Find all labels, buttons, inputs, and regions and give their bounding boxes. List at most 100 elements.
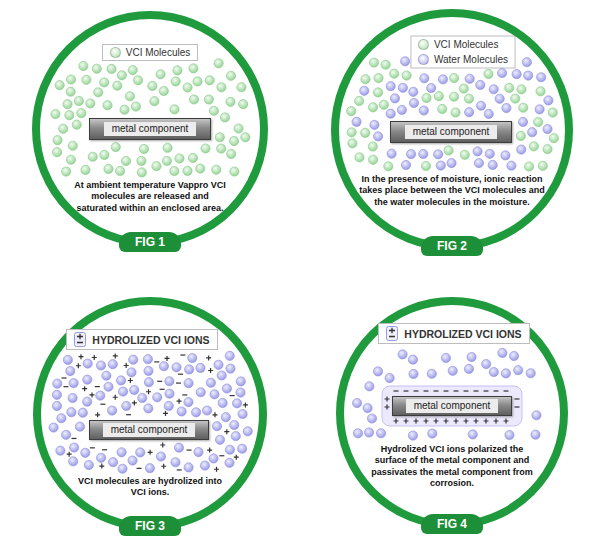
component-label: metal component [103,423,196,437]
water-molecule [488,160,497,169]
vci-molecule [381,60,390,69]
water-molecule [56,446,65,455]
water-molecule [215,435,224,444]
water-molecule [364,428,373,437]
vci-molecule [59,124,68,133]
water-molecule [83,375,92,384]
water-molecule [69,457,78,466]
water-molecule [352,117,361,126]
water-molecule [387,149,396,158]
water-molecule [447,158,456,167]
vci-molecule [125,92,134,101]
vci-molecule [104,164,113,173]
water-molecule [526,369,535,378]
minus-charge [95,386,100,387]
vci-molecule [511,94,520,103]
vci-molecule [212,165,221,174]
water-molecule [467,352,476,361]
legend-item: VCI Molecules [415,38,501,51]
water-molecule [83,359,92,368]
water-molecule [505,430,514,439]
water-molecule [232,399,241,408]
water-molecule [441,353,450,362]
minus-charge [157,381,162,382]
figure-caption: In the presence of moisture, ionic react… [359,174,545,208]
vci-molecule [379,100,388,109]
vci-molecule [131,102,140,111]
vci-molecule [86,99,95,108]
minus-charge [63,386,68,387]
plus-charge [160,443,165,448]
water-molecule [367,414,376,423]
vci-molecule [220,113,229,122]
vci-molecule [156,70,165,79]
plus-charge [206,355,211,360]
vci-molecule [536,87,545,96]
plus-charge [99,464,104,469]
water-molecule [143,355,152,364]
water-molecule [398,83,407,92]
water-molecule [236,377,245,386]
water-molecule [81,448,90,457]
plus-charge [464,419,469,424]
figure-tab-area: FIG 2 [330,236,574,256]
water-molecule [501,151,510,160]
vci-molecule [524,162,533,171]
water-molecule [67,408,76,417]
water-molecule [408,431,417,440]
plus-charge [504,419,509,424]
water-molecule [401,160,410,169]
legend-swatch [418,39,429,50]
figure-tab: FIG 4 [421,514,483,534]
water-molecule [225,458,234,467]
water-molecule [397,105,406,114]
ion-icon-box [75,333,86,347]
vci-molecule [548,108,557,117]
vci-molecule [188,153,197,162]
metal-component: metal component [89,118,211,140]
vci-molecule [62,167,71,176]
water-molecule [210,390,219,399]
vci-molecule [369,58,378,67]
vci-molecule [113,81,122,90]
plus-charge [444,419,449,424]
water-molecule [386,109,395,118]
water-molecule [409,369,418,378]
water-molecule [436,161,445,170]
minus-charge [394,390,399,391]
vci-molecule [74,96,83,105]
water-molecule [184,463,193,472]
plus-charge [163,411,168,416]
water-molecule [532,411,541,420]
vci-molecule [137,168,146,177]
water-molecule [353,429,362,438]
water-molecule [217,371,226,380]
water-molecule [507,161,516,170]
water-molecule [390,94,399,103]
minus-charge [219,455,224,456]
vci-molecule [464,94,473,103]
water-molecule [427,83,436,92]
water-molecule [57,414,66,423]
vci-molecule [170,105,179,114]
water-molecule [184,379,193,388]
vci-molecule [390,69,399,78]
water-molecule [66,366,75,375]
vci-molecule [53,136,62,145]
water-molecule [409,87,418,96]
plus-charge [214,467,219,472]
water-molecule [129,355,138,364]
plus-charge [132,400,137,405]
vci-molecule [384,162,393,171]
green-ring [37,301,263,527]
water-molecule [468,430,477,439]
water-molecule [398,350,407,359]
plus-charge [148,450,153,455]
water-molecule [543,124,552,133]
minus-charge [100,404,105,405]
water-molecule [243,427,252,436]
water-molecule [531,430,540,439]
water-molecule [108,360,117,369]
vci-molecule [205,76,214,85]
vci-molecule [189,95,198,104]
